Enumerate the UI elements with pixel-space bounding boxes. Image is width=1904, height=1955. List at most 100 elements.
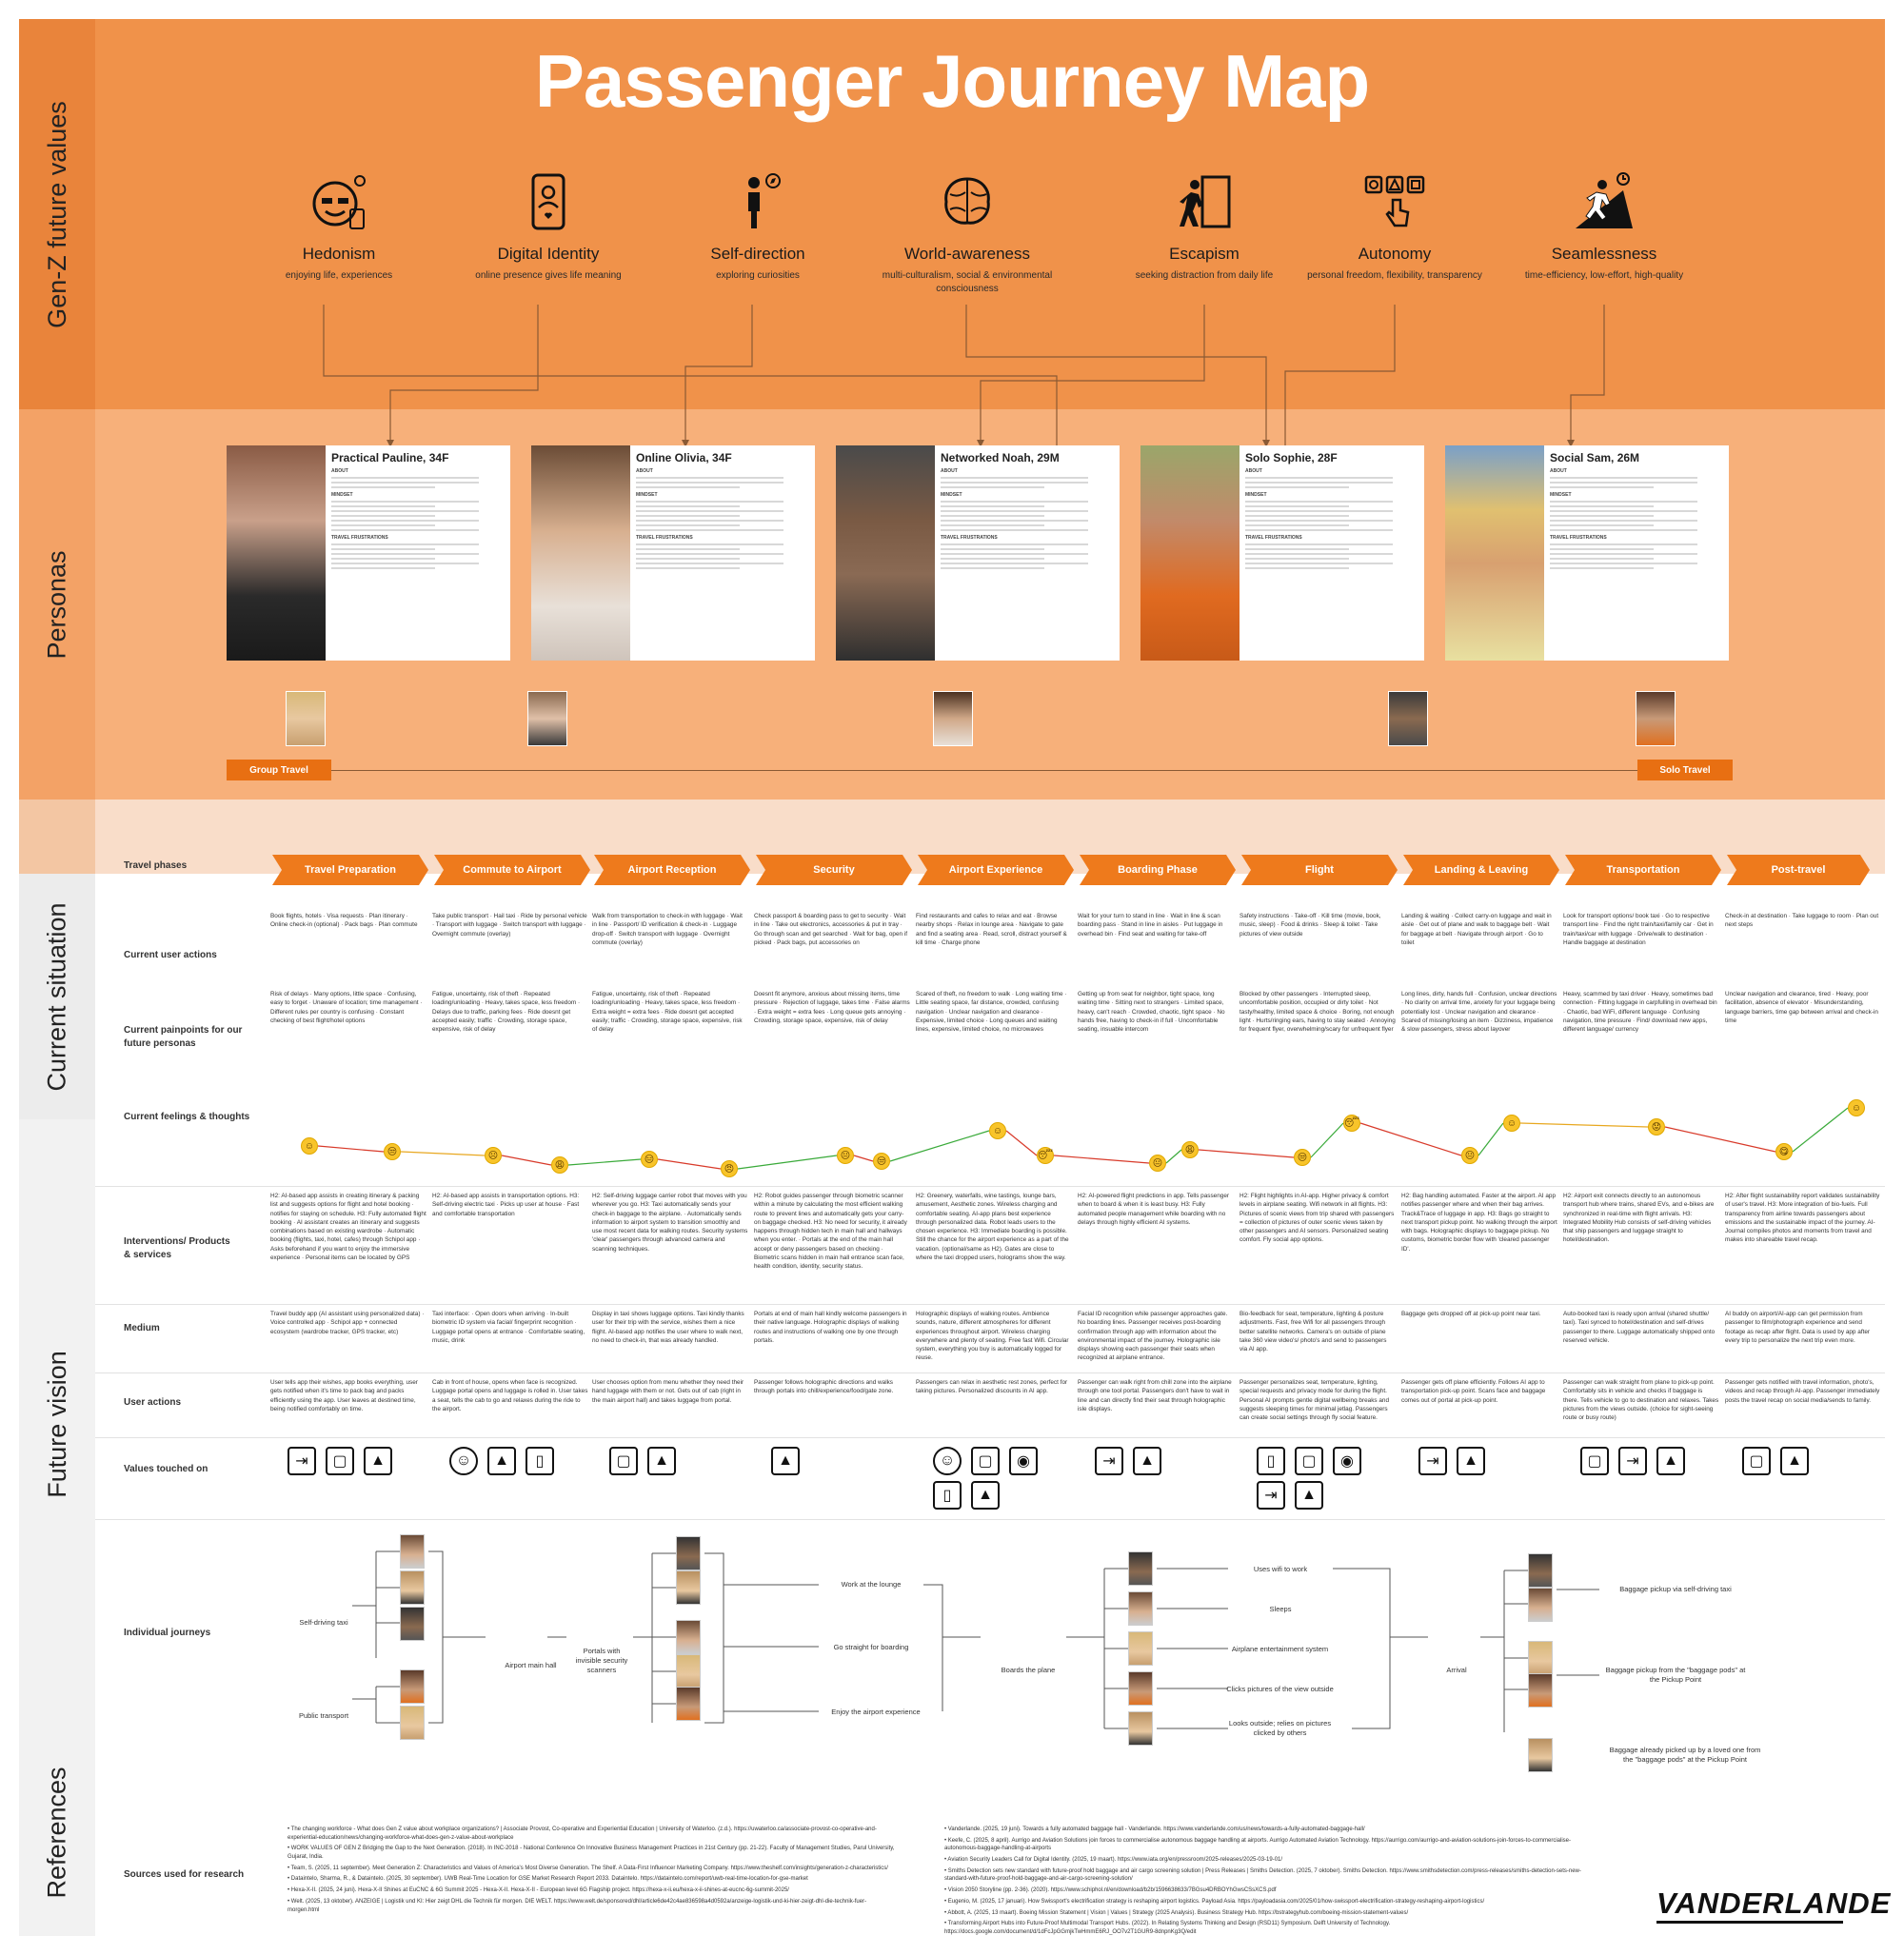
phone-profile-icon: ▯	[933, 1481, 962, 1510]
persona-section-about: ABOUT	[1550, 468, 1567, 474]
persona-section-mindset: MINDSET	[331, 492, 353, 498]
journey-arrival: Arrival	[1446, 1666, 1467, 1674]
medium-cell: Display in taxi shows luggage options. T…	[592, 1311, 744, 1344]
person-climbing-icon: ▲	[647, 1447, 676, 1475]
feeling-emoji: 😑	[641, 1151, 658, 1168]
feeling-connector	[657, 1158, 722, 1170]
avatar	[400, 1607, 425, 1641]
current-pain-cell: Risk of delays · Many options, little sp…	[270, 991, 423, 1024]
feeling-emoji: ☺	[989, 1122, 1006, 1139]
avatar	[1528, 1738, 1553, 1772]
reference-item[interactable]: • Smiths Detection sets new standard wit…	[944, 1867, 1581, 1883]
medium-cell: Taxi interface: · Open doors when arrivi…	[432, 1311, 585, 1344]
phase-9: Post-travel	[1727, 855, 1870, 885]
logo-underline	[1656, 1921, 1843, 1924]
feeling-connector	[1792, 1107, 1849, 1153]
feeling-emoji: 😐	[1461, 1147, 1478, 1164]
journey-portals: Portals with invisible security scanners	[575, 1647, 628, 1674]
persona-photo	[227, 445, 326, 661]
feeling-emoji: 😟	[1648, 1118, 1665, 1135]
user-action-cell: Passenger can walk straight from plane t…	[1563, 1379, 1719, 1422]
reference-item[interactable]: • Vision 2050 Storyline (pp. 2-36). (202…	[944, 1887, 1277, 1894]
feeling-emoji: ☺	[1503, 1115, 1520, 1132]
row-label-interventions: Interventions/ Products & services	[124, 1236, 230, 1260]
user-action-cell: User chooses option from menu whether th…	[592, 1379, 744, 1404]
journey-picked-up: Baggage already picked up by a loved one…	[1609, 1746, 1761, 1764]
avatar	[676, 1536, 701, 1570]
current-pain-cell: Long lines, dirty, hands full · Confusio…	[1401, 991, 1557, 1034]
persona-card: Networked Noah, 29M ABOUT MINDSET TRAVEL…	[836, 445, 1120, 661]
reference-item[interactable]: • Keefe, C. (2025, 8 april). Aurrigo and…	[944, 1837, 1572, 1852]
current-action-cell: Walk from transportation to check-in wit…	[592, 913, 743, 946]
feeling-emoji: 😩	[1181, 1141, 1199, 1158]
phone-profile-icon: ▯	[1257, 1447, 1285, 1475]
current-action-cell: Check-in at destination · Take luggage t…	[1725, 913, 1879, 929]
solo-travel-tag: Solo Travel	[1637, 760, 1733, 780]
journey-main-hall: Airport main hall	[505, 1661, 557, 1669]
person-climbing-icon	[1576, 172, 1633, 228]
persona-name: Solo Sophie, 28F	[1245, 451, 1338, 464]
persona-section-mindset: MINDSET	[1550, 492, 1572, 498]
feeling-emoji: 😐	[1149, 1155, 1166, 1172]
feeling-emoji: 😒	[384, 1143, 401, 1160]
persona-section-frustrations: TRAVEL FRUSTRATIONS	[331, 535, 388, 541]
value-desc: personal freedom, flexibility, transpare…	[1307, 270, 1482, 281]
value-desc: exploring curiosities	[716, 270, 800, 281]
phase-6: Flight	[1241, 855, 1398, 885]
current-action-cell: Safety instructions · Take-off · Kill ti…	[1240, 913, 1381, 938]
reference-item[interactable]: • Vanderlande. (2025, 19 juni). Towards …	[944, 1827, 1365, 1832]
journey-pictures: Clicks pictures of the view outside	[1226, 1685, 1334, 1693]
intervention-cell: H2: Self-driving luggage carrier robot t…	[592, 1193, 748, 1253]
journey-pickup-pods: Baggage pickup from the "baggage pods" a…	[1605, 1666, 1746, 1684]
person-compass-icon	[748, 173, 781, 228]
persona-name: Practical Pauline, 34F	[331, 451, 449, 464]
section-label-current: Current situation	[19, 874, 95, 1119]
persona-card: Solo Sophie, 28F ABOUT MINDSET TRAVEL FR…	[1140, 445, 1424, 661]
brain-globe-icon	[944, 177, 990, 225]
persona-photo	[836, 445, 935, 661]
avatar	[1128, 1631, 1153, 1666]
page-title: Passenger Journey Map	[534, 39, 1370, 123]
persona-photo	[1140, 445, 1240, 661]
feeling-emoji: 😋	[1775, 1143, 1793, 1160]
person-door-icon	[1180, 175, 1231, 228]
intervention-cell: H2: Robot guides passenger through biome…	[754, 1193, 907, 1271]
feeling-connector	[853, 1155, 874, 1162]
value-name: Seamlessness	[1551, 245, 1657, 263]
current-pain-cell: Scared of theft, no freedom to walk · Lo…	[916, 991, 1067, 1034]
reference-item[interactable]: • Dataintelo, Sharma, R., & Dataintelo. …	[288, 1876, 808, 1883]
phase-2: Airport Reception	[594, 855, 750, 885]
feeling-connector	[1478, 1122, 1504, 1156]
reference-item[interactable]: • Team, S. (2025, 11 september). Meet Ge…	[288, 1865, 888, 1871]
value-desc: enjoying life, experiences	[285, 270, 393, 281]
phase-5: Boarding Phase	[1080, 855, 1236, 885]
avatar	[400, 1570, 425, 1605]
reference-item[interactable]: • Abbott, A. (2025, 13 maart). Boeing Mi…	[944, 1909, 1409, 1916]
reference-item[interactable]: • The changing workforce - What does Gen…	[288, 1827, 877, 1841]
section-label-phases	[19, 800, 95, 874]
reference-item[interactable]: • Eugenio, M. (2025, 17 januari). How Sw…	[944, 1898, 1485, 1905]
feeling-emoji: 😒	[1294, 1149, 1311, 1166]
value-desc: time-efficiency, low-effort, high-qualit…	[1524, 270, 1684, 281]
reference-item[interactable]: • Transforming Airport Hubs into Future-…	[944, 1921, 1391, 1935]
feeling-emoji: 😒	[873, 1153, 890, 1170]
value-world-awareness: World-awareness multi-culturalism, socia…	[872, 171, 1062, 295]
reference-item[interactable]: • WORK VALUES OF GEN Z Bridging the Gap …	[288, 1846, 895, 1861]
value-hedonism: Hedonism enjoying life, experiences	[244, 171, 434, 283]
medium-cell: Portals at end of main hall kindly welco…	[754, 1311, 907, 1344]
intervention-cell: H2: AI-based app assists in creating iti…	[270, 1193, 426, 1261]
value-digital-identity: Digital Identity online presence gives l…	[453, 171, 644, 283]
intervention-cell: H2: Greenery, waterfalls, wine tastings,…	[916, 1193, 1069, 1261]
persona-name: Social Sam, 26M	[1550, 451, 1640, 464]
current-pain-cell: Fatigue, uncertainty, risk of theft · Re…	[592, 991, 743, 1034]
reference-item[interactable]: • Aviation Security Leaders Call for Dig…	[944, 1857, 1283, 1864]
intervention-cell: H2: Flight highlights in AI-app. Higher …	[1240, 1193, 1395, 1244]
value-desc: online presence gives life meaning	[475, 270, 622, 281]
smiley-sun-icon: ☺	[449, 1447, 478, 1475]
feeling-connector	[737, 1155, 838, 1170]
references-band	[19, 1728, 1885, 1936]
reference-item[interactable]: • Hexa-X-II. (2025, 24 juni). Hexa-X-II …	[288, 1887, 789, 1894]
reference-item[interactable]: • Welt. (2025, 13 oktober). ANZEIGE | Lo…	[288, 1898, 867, 1913]
persona-name: Networked Noah, 29M	[941, 451, 1060, 464]
person-door-icon: ⇥	[1257, 1481, 1285, 1510]
